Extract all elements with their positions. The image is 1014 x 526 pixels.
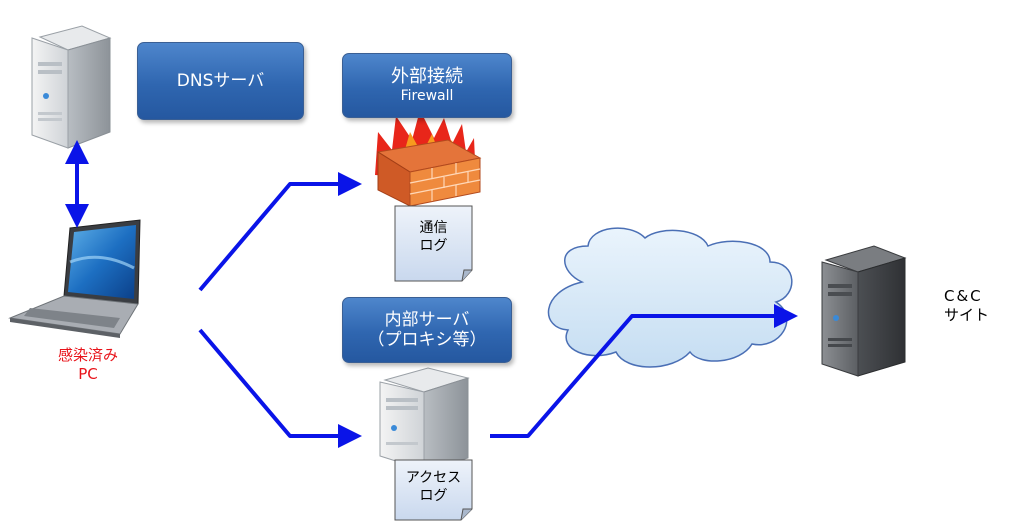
internal-server-box: 内部サーバ （プロキシ等） — [342, 297, 512, 363]
pc-to-firewall-arrow — [198, 172, 362, 292]
infected-pc-line1: 感染済み — [57, 346, 118, 364]
comm-log-line2: ログ — [419, 237, 448, 254]
internet-cloud-icon — [547, 227, 793, 368]
internal-server-label-line2: （プロキシ等） — [367, 330, 487, 350]
cc-site-line2: サイト — [944, 305, 990, 324]
internal-server-to-cc-arrow — [490, 304, 798, 438]
firewall-box: 外部接続 Firewall — [342, 53, 512, 118]
internal-server-icon — [379, 367, 470, 471]
access-log-line2: ログ — [419, 487, 448, 504]
dns-server-label: DNSサーバ — [176, 70, 265, 91]
firewall-icon — [375, 110, 482, 207]
cc-site-line1: C&C — [944, 287, 983, 305]
cc-site-label: C&C サイト — [944, 287, 1010, 325]
firewall-label-line2: Firewall — [400, 87, 454, 104]
access-log-line1: アクセス — [405, 470, 462, 486]
comm-log-label: 通信 ログ — [395, 220, 472, 255]
cc-server-icon — [821, 245, 907, 377]
pc-to-internal-server-arrow — [198, 328, 362, 448]
comm-log-doc-icon — [394, 205, 473, 282]
access-log-doc-icon — [394, 459, 473, 521]
access-log-label: アクセス ログ — [395, 470, 472, 505]
dns-server-box: DNSサーバ — [137, 42, 304, 120]
internal-server-label-line1: 内部サーバ — [384, 309, 470, 330]
laptop-icon — [8, 219, 141, 338]
infected-pc-label: 感染済み PC — [20, 346, 156, 384]
infected-pc-line2: PC — [78, 364, 98, 383]
comm-log-line1: 通信 — [419, 220, 448, 236]
firewall-label-line1: 外部接続 — [391, 66, 463, 88]
dns-server-icon — [31, 25, 112, 149]
